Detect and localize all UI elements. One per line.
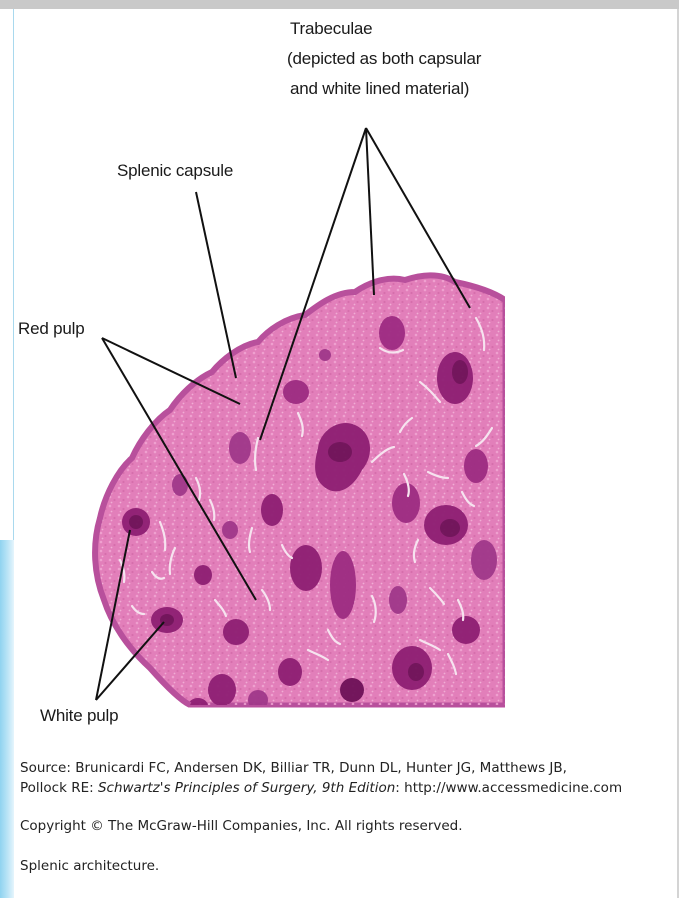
source-book-title: Schwartz's Principles of Surgery, 9th Ed… bbox=[98, 780, 395, 796]
source-line-2: Pollock RE: Schwartz's Principles of Sur… bbox=[20, 778, 622, 798]
figure-description: Splenic architecture. bbox=[20, 856, 159, 876]
spleen-diagram bbox=[0, 0, 679, 740]
label-trabeculae-detail-1: (depicted as both capsular bbox=[287, 48, 481, 70]
source-line-1: Source: Brunicardi FC, Andersen DK, Bill… bbox=[20, 758, 567, 778]
trabeculae-leader-2 bbox=[366, 128, 374, 295]
copyright-line: Copyright © The McGraw-Hill Companies, I… bbox=[20, 816, 463, 836]
label-splenic-capsule: Splenic capsule bbox=[117, 160, 233, 182]
source-authors-end: Pollock RE: bbox=[20, 780, 98, 796]
label-red-pulp: Red pulp bbox=[18, 318, 84, 340]
label-trabeculae: Trabeculae bbox=[290, 18, 372, 40]
source-url[interactable]: : http://www.accessmedicine.com bbox=[395, 780, 622, 796]
label-trabeculae-detail-2: and white lined material) bbox=[290, 78, 469, 100]
capsule-leader bbox=[196, 192, 236, 378]
label-white-pulp: White pulp bbox=[40, 705, 118, 727]
